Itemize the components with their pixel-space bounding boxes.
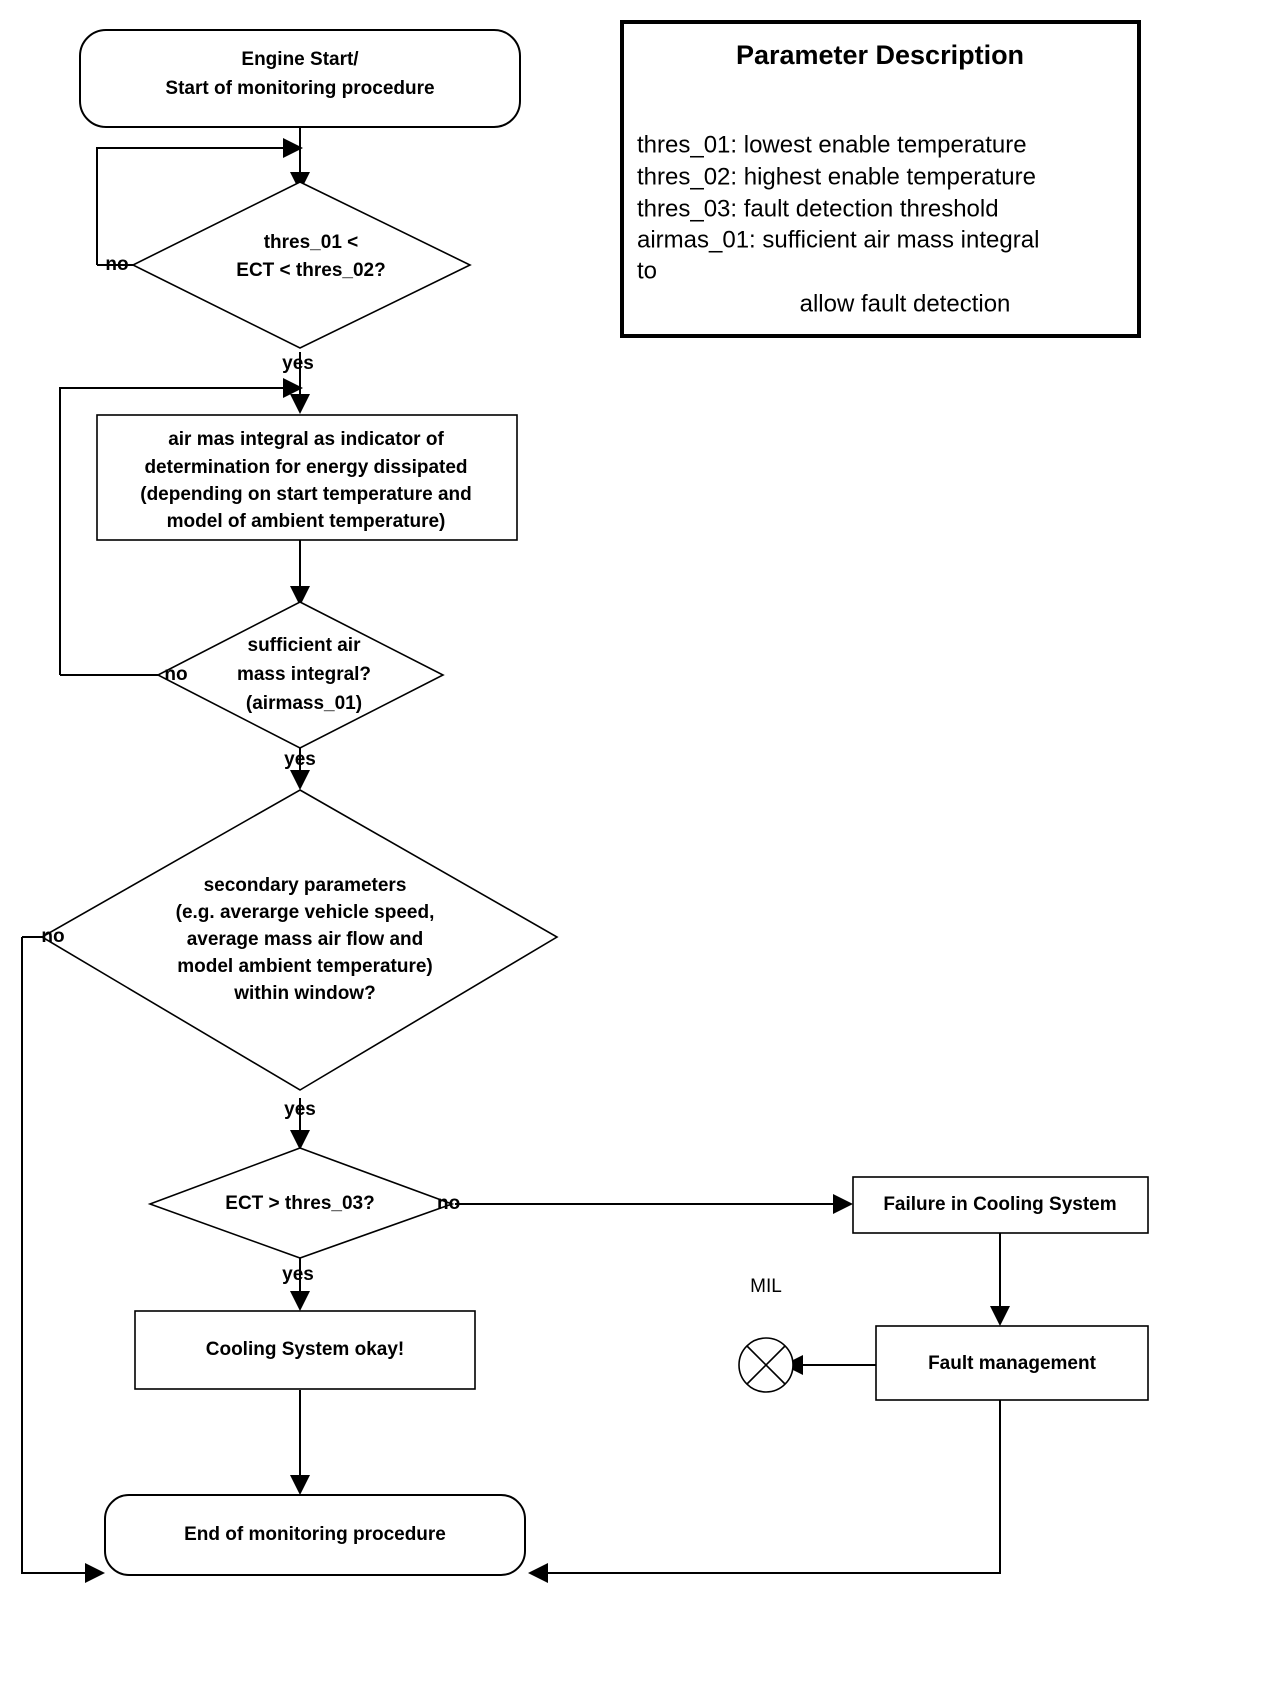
- parameter-description-panel: [620, 20, 1141, 338]
- parameter-panel-line-2: thres_02: highest enable temperature: [637, 163, 1036, 190]
- arrowhead-secondary-top: [290, 770, 310, 790]
- arrowhead-ect-window-no-loop: [283, 138, 303, 158]
- mil-lamp-cross-icon: [746, 1345, 786, 1385]
- node-process-airmass-line-2: determination for energy dissipated: [144, 457, 467, 478]
- node-decision-secondary-line-1: secondary parameters: [204, 875, 407, 896]
- arrowhead-cooling-ok-top: [290, 1291, 310, 1311]
- parameter-panel-indent-line: allow fault detection: [800, 290, 1011, 317]
- arrowhead-end-top: [290, 1475, 310, 1495]
- parameter-panel-line-5: to: [637, 257, 657, 284]
- edge-label-thres03-no: no: [437, 1193, 460, 1214]
- node-decision-airmass-line-2: mass integral?: [237, 664, 371, 685]
- node-decision-ect-window-line-1: thres_01 <: [264, 232, 359, 253]
- parameter-panel-line-1: thres_01: lowest enable temperature: [637, 131, 1027, 158]
- node-process-airmass[interactable]: [96, 414, 518, 541]
- arrowhead-thres03-top: [290, 1130, 310, 1150]
- edge-secondary-no-to-end: [21, 937, 88, 1574]
- parameter-panel-line-4: airmas_01: sufficient air mass integral: [637, 226, 1039, 253]
- arrowhead-end-left: [85, 1563, 105, 1583]
- node-decision-ect-thres03-line-1: ECT > thres_03?: [225, 1193, 374, 1214]
- arrowhead-airmass-process-top: [290, 394, 310, 414]
- node-process-cooling-ok-line-1: Cooling System okay!: [206, 1339, 405, 1360]
- arrowhead-failure-left: [833, 1194, 853, 1214]
- edge-fault-mgmt-to-end: [545, 1399, 1001, 1574]
- edge-airmass-no-loop: [59, 387, 286, 675]
- node-decision-airmass[interactable]: [156, 601, 445, 749]
- node-decision-secondary-line-3: average mass air flow and: [187, 929, 424, 950]
- node-process-airmass-line-4: model of ambient temperature): [167, 511, 446, 532]
- node-process-fault-mgmt[interactable]: [875, 1325, 1149, 1401]
- arrowhead-end-right: [528, 1563, 548, 1583]
- edge-label-secondary-yes: yes: [284, 1099, 316, 1120]
- mil-label: MIL: [750, 1276, 782, 1297]
- node-process-fault-mgmt-line-1: Fault management: [928, 1353, 1097, 1374]
- edge-label-airmass-yes: yes: [284, 749, 316, 770]
- parameter-panel-title: Parameter Description: [736, 40, 1024, 70]
- node-decision-secondary-line-5: within window?: [233, 983, 375, 1004]
- edge-label-ect-window-yes: yes: [282, 353, 314, 374]
- edge-label-secondary-no: no: [41, 926, 64, 947]
- arrowhead-fault-mgmt-top: [990, 1306, 1010, 1326]
- node-decision-ect-window[interactable]: [131, 181, 472, 349]
- node-start[interactable]: [79, 29, 521, 128]
- node-process-airmass-line-1: air mas integral as indicator of: [168, 429, 444, 450]
- edge-label-thres03-yes: yes: [282, 1264, 314, 1285]
- edge-label-ect-window-no: no: [105, 254, 128, 275]
- node-decision-secondary[interactable]: [40, 789, 559, 1091]
- node-start-line-2: Start of monitoring procedure: [165, 78, 434, 99]
- node-end[interactable]: [104, 1494, 526, 1576]
- node-decision-airmass-line-3: (airmass_01): [246, 693, 362, 714]
- node-process-airmass-line-3: (depending on start temperature and: [140, 484, 471, 505]
- arrowhead-airmass-decision-top: [290, 586, 310, 606]
- edge-label-airmass-no: no: [164, 664, 187, 685]
- node-end-line-1: End of monitoring procedure: [184, 1524, 446, 1545]
- node-process-failure[interactable]: [852, 1176, 1149, 1234]
- node-decision-ect-thres03[interactable]: [147, 1147, 455, 1259]
- node-process-failure-line-1: Failure in Cooling System: [883, 1194, 1116, 1215]
- node-decision-airmass-line-1: sufficient air: [248, 635, 362, 656]
- node-process-cooling-ok[interactable]: [134, 1310, 476, 1390]
- arrowhead-airmass-no-loop: [283, 378, 303, 398]
- node-start-line-1: Engine Start/: [241, 49, 359, 70]
- parameter-panel-line-3: thres_03: fault detection threshold: [637, 195, 999, 222]
- node-decision-secondary-line-2: (e.g. averarge vehicle speed,: [176, 902, 435, 923]
- edge-ect-window-no-loop: [96, 147, 286, 265]
- node-decision-secondary-line-4: model ambient temperature): [177, 956, 433, 977]
- node-decision-ect-window-line-2: ECT < thres_02?: [236, 260, 385, 281]
